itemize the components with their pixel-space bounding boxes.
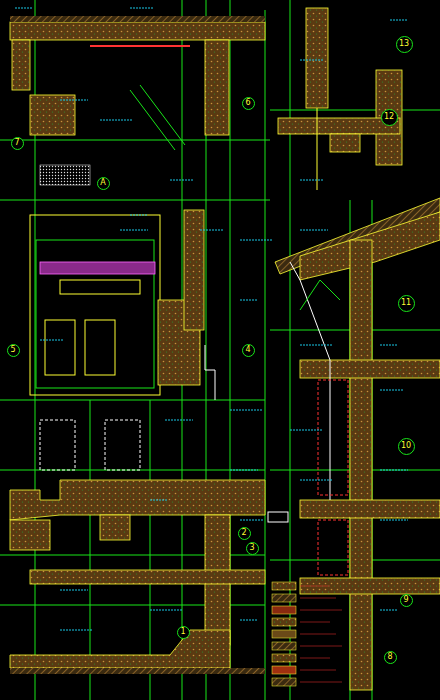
material-swatch xyxy=(272,642,296,650)
annotation-mark xyxy=(240,619,258,620)
annotation-mark xyxy=(170,179,193,180)
callout-number: A xyxy=(97,177,110,190)
callout-number: 5 xyxy=(7,344,20,357)
annotation-mark xyxy=(60,99,88,100)
legend-note-mark xyxy=(300,658,330,659)
legend-note-mark xyxy=(300,634,336,635)
annotation-mark xyxy=(40,339,63,340)
callout-number: 7 xyxy=(11,137,24,150)
material-swatch xyxy=(272,678,296,686)
annotation-mark xyxy=(380,609,398,610)
material-swatch xyxy=(272,666,296,674)
annotation-mark xyxy=(15,7,33,8)
legend-note-mark xyxy=(300,682,342,683)
material-swatch xyxy=(272,582,296,590)
callout-number: 3 xyxy=(246,542,259,555)
legend-note-mark xyxy=(300,610,342,611)
callout-number: 8 xyxy=(384,651,397,664)
callout-number: 13 xyxy=(396,36,413,53)
annotation-mark xyxy=(130,214,148,215)
callout-number: 1 xyxy=(177,626,190,639)
legend-note-mark xyxy=(300,646,342,647)
material-swatch xyxy=(272,594,296,602)
annotation-mark xyxy=(240,519,263,520)
annotation-mark xyxy=(130,7,153,8)
annotation-mark xyxy=(290,429,323,430)
annotation-mark xyxy=(200,229,223,230)
annotation-mark xyxy=(380,469,408,470)
annotation-mark xyxy=(380,519,408,520)
annotation-mark xyxy=(60,629,93,630)
callout-number: 6 xyxy=(242,97,255,110)
legend-note-mark xyxy=(300,622,330,623)
annotation-mark xyxy=(60,589,88,590)
annotation-mark xyxy=(300,179,323,180)
annotation-mark xyxy=(390,19,408,20)
annotation-mark xyxy=(300,479,333,480)
annotation-mark xyxy=(120,229,148,230)
callout-number: 12 xyxy=(381,109,398,126)
annotation-mark xyxy=(100,119,133,120)
callout-number: 11 xyxy=(398,295,415,312)
annotation-mark xyxy=(150,609,183,610)
legend-note-mark xyxy=(300,670,336,671)
annotation-mark xyxy=(380,344,398,345)
material-swatch xyxy=(272,618,296,626)
callout-number: 9 xyxy=(400,594,413,607)
annotation-mark xyxy=(240,239,273,240)
annotation-mark xyxy=(230,469,258,470)
legend-note-mark xyxy=(300,586,330,587)
legend-note-mark xyxy=(300,598,336,599)
annotation-mark xyxy=(165,419,193,420)
annotation-mark xyxy=(230,409,263,410)
annotation-mark xyxy=(300,59,323,60)
callout-number: 4 xyxy=(242,344,255,357)
annotation-mark xyxy=(380,389,403,390)
material-swatch xyxy=(272,630,296,638)
annotation-mark xyxy=(240,299,258,300)
annotation-mark xyxy=(150,499,168,500)
material-swatch xyxy=(272,654,296,662)
material-swatch xyxy=(272,606,296,614)
callout-number: 10 xyxy=(398,438,415,455)
annotation-mark xyxy=(300,344,333,345)
callout-number: 2 xyxy=(238,527,251,540)
annotation-mark xyxy=(300,229,328,230)
